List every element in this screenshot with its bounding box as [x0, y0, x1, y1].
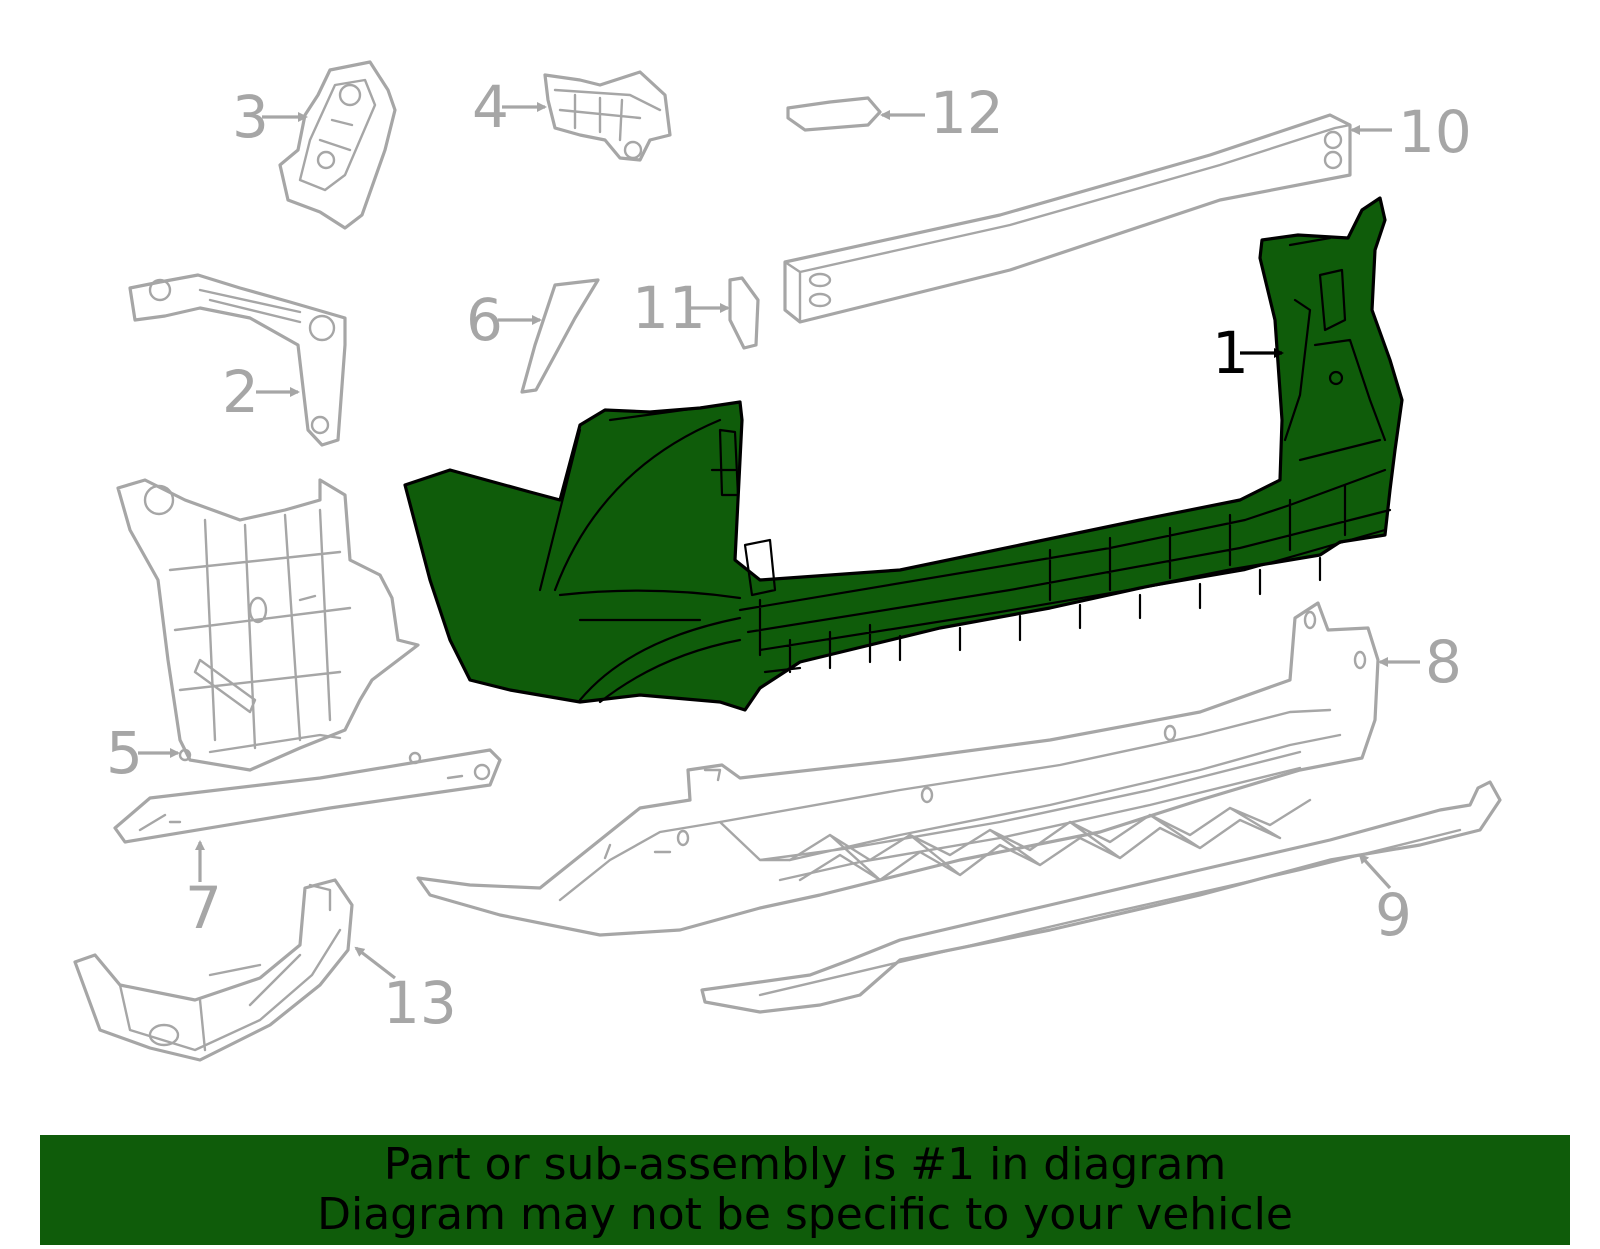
- part-4-bracket[interactable]: [543, 70, 672, 162]
- banner-line-1: Part or sub-assembly is #1 in diagram: [383, 1139, 1227, 1190]
- callout-13-leader: [354, 946, 396, 980]
- part-1-bumper-cover[interactable]: [403, 196, 1404, 712]
- part-13-bracket[interactable]: [73, 878, 354, 1062]
- callout-2-label: 2: [222, 358, 259, 426]
- part-12-plate[interactable]: [786, 96, 882, 132]
- callout-6[interactable]: 6: [466, 286, 542, 354]
- callout-10[interactable]: 10: [1350, 98, 1472, 166]
- callout-5[interactable]: 5: [106, 719, 180, 787]
- banner-line-2: Diagram may not be specific to your vehi…: [317, 1189, 1293, 1240]
- part-7-strip[interactable]: [113, 748, 502, 844]
- callout-4[interactable]: 4: [472, 73, 547, 141]
- callout-5-label: 5: [106, 719, 143, 787]
- part-8-valance[interactable]: [416, 601, 1380, 937]
- callout-9-label: 9: [1375, 881, 1412, 949]
- callout-12-label: 12: [930, 79, 1004, 147]
- callout-9-leader: [1358, 853, 1392, 890]
- callout-12[interactable]: 12: [880, 79, 1004, 147]
- callout-1[interactable]: 1: [1212, 319, 1284, 387]
- part-10-reinforcement[interactable]: [783, 113, 1352, 324]
- callout-13-label: 13: [383, 969, 457, 1037]
- part-2-bracket[interactable]: [128, 273, 347, 447]
- part-9-trim[interactable]: [700, 780, 1502, 1014]
- callout-9[interactable]: 9: [1358, 853, 1412, 949]
- callout-8[interactable]: 8: [1378, 628, 1462, 696]
- part-11-reflector[interactable]: [728, 276, 760, 350]
- callout-3[interactable]: 3: [232, 83, 308, 151]
- callout-11[interactable]: 11: [632, 274, 730, 342]
- info-banner: Part or sub-assembly is #1 in diagram Di…: [40, 1135, 1570, 1245]
- part-3-bracket[interactable]: [278, 60, 397, 230]
- callout-7-label: 7: [185, 874, 222, 942]
- part-6-trim[interactable]: [520, 278, 600, 394]
- callout-6-label: 6: [466, 286, 503, 354]
- callout-2[interactable]: 2: [222, 358, 300, 426]
- callout-10-label: 10: [1398, 98, 1472, 166]
- callout-7[interactable]: 7: [185, 840, 222, 942]
- callout-13[interactable]: 13: [354, 946, 457, 1037]
- callout-8-label: 8: [1425, 628, 1462, 696]
- part-5-panel[interactable]: [116, 478, 420, 772]
